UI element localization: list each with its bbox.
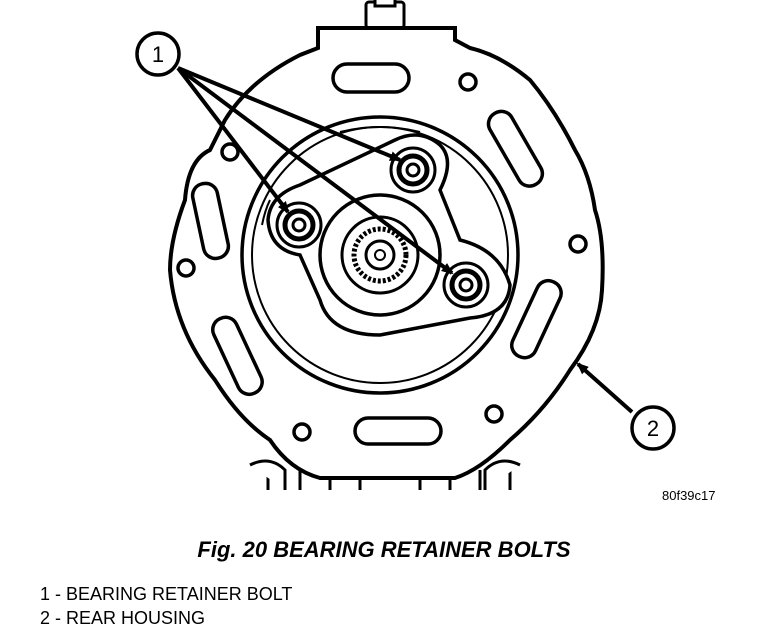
housing-bore — [240, 115, 520, 395]
top-stud — [358, 0, 410, 32]
legend: 1 - BEARING RETAINER BOLT 2 - REAR HOUSI… — [40, 582, 292, 630]
image-code: 80f39c17 — [662, 488, 716, 503]
callout-1-leaders — [176, 66, 454, 275]
legend-item: 2 - REAR HOUSING — [40, 608, 206, 628]
callout-2-label: 2 — [647, 416, 659, 441]
bolt-right — [442, 261, 490, 309]
bearing-retainer-bolts — [275, 146, 490, 309]
flange-slots — [176, 62, 588, 446]
bolt-upper — [389, 146, 437, 194]
legend-item: 1 - BEARING RETAINER BOLT — [40, 584, 293, 604]
output-shaft — [318, 193, 442, 317]
callout-1-label: 1 — [152, 42, 164, 67]
figure-caption: Fig. 20 BEARING RETAINER BOLTS — [197, 537, 571, 562]
bolt-left — [275, 201, 323, 249]
callout-2-leader — [576, 362, 634, 414]
rear-housing-illustration: 1 2 — [135, 0, 676, 490]
callout-2: 2 — [630, 405, 676, 451]
callout-1: 1 — [135, 31, 181, 77]
